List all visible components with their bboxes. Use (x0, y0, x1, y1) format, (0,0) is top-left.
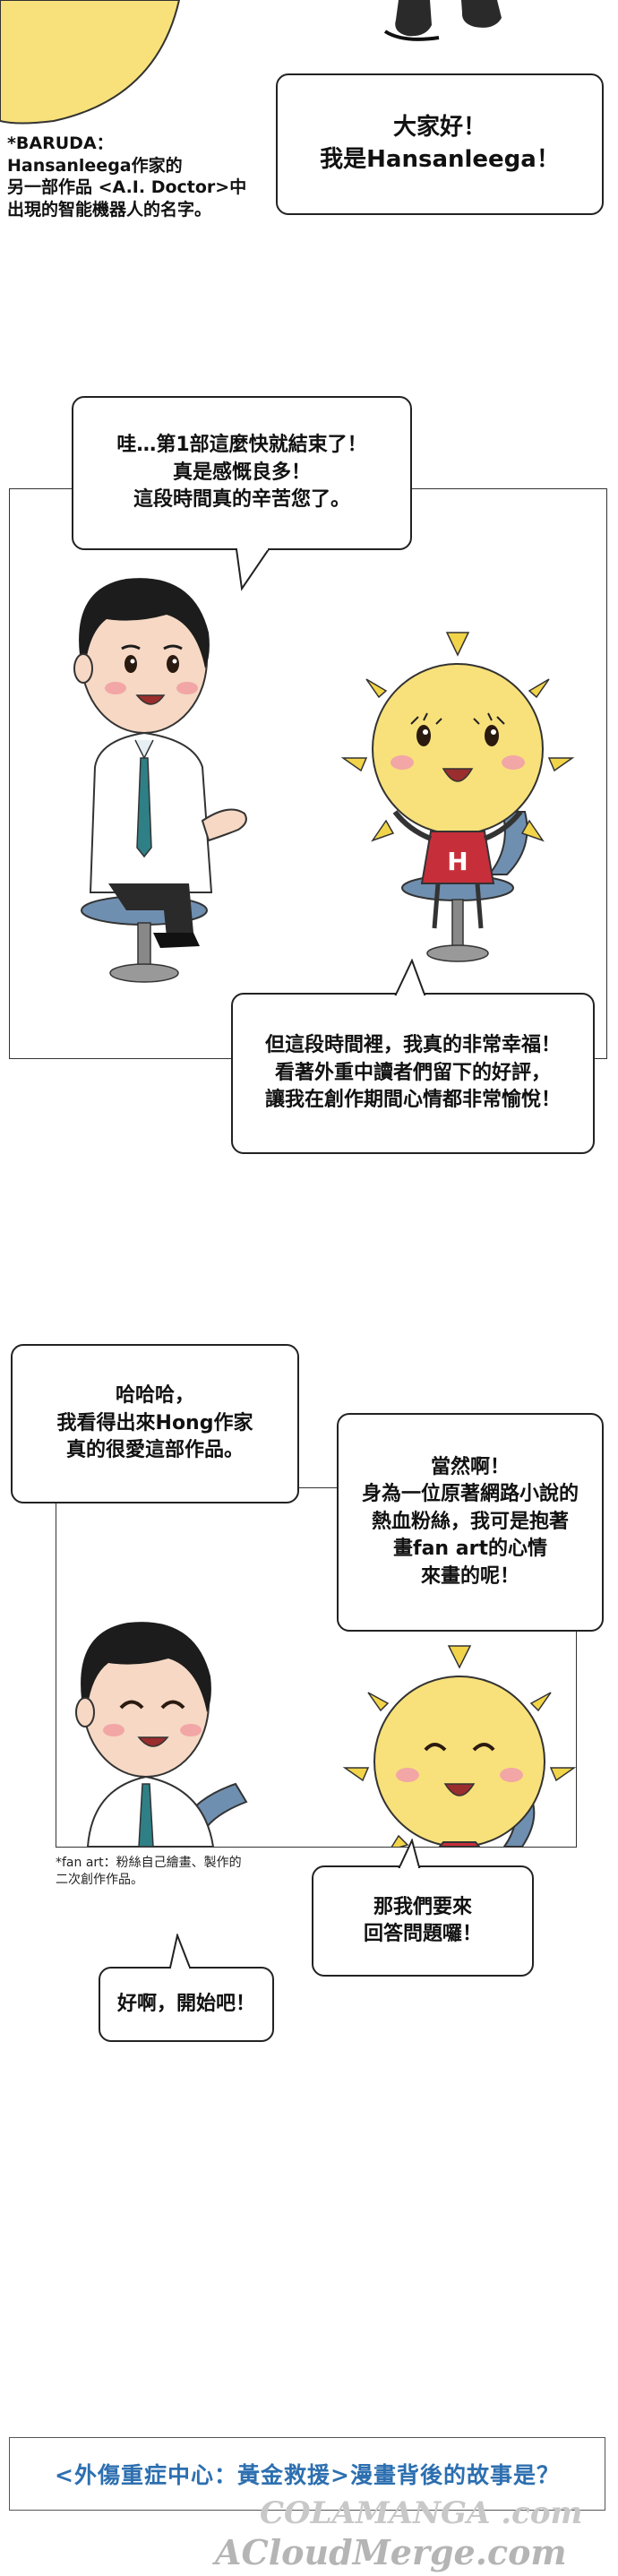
doctor-speech-bubble: 哈哈哈， 我看得出來Hong作家 真的很愛這部作品。 (11, 1344, 299, 1503)
baruda-footnote: *BARUDA： Hansanleega作家的 另一部作品 <A.I. Doct… (7, 133, 246, 221)
watermark-colamanga: COLAMANGA .com (260, 2495, 583, 2531)
doctor-bubble-line: 真的很愛這部作品。 (65, 1439, 244, 1462)
sun-speech-bubble: 那我們要來 回答問題囉！ (312, 1865, 534, 1977)
baruda-note-line: 另一部作品 <A.I. Doctor>中 (7, 177, 247, 198)
sun-bubble-line: 看著外重中讀者們留下的好評， (274, 1061, 551, 1084)
doctor-character (73, 578, 247, 948)
watermark-top-text: COLAMANGA .com (260, 2495, 583, 2531)
sun-bubble-line: 熱血粉絲，我可是抱著 (371, 1510, 569, 1533)
sun-character (342, 1645, 576, 1847)
sun-bubble-line: 讓我在創作期間心情都非常愉悅！ (264, 1089, 561, 1112)
sun-character: H (340, 632, 575, 929)
sun-bubble-line: 但這段時間裡，我真的非常幸福！ (264, 1034, 561, 1057)
sun-bubble-line: 當然啊！ (430, 1456, 510, 1479)
watermark-bottom-text: ACloudMerge.com (215, 2532, 567, 2572)
panel-one-art: H (73, 578, 575, 983)
shirt-letter: H (447, 847, 468, 876)
watermark-acloudmerge: ACloudMerge.com (215, 2532, 567, 2572)
doctor-bubble-tail (168, 1934, 192, 1969)
doctor-bubble-line: 我看得出來Hong作家 (56, 1411, 253, 1434)
doctor-speech-bubble: 好啊，開始吧！ (99, 1967, 274, 2042)
sun-character-partial (0, 0, 181, 125)
doctor-legs-partial (383, 0, 502, 41)
sun-bubble-line: 來畫的呢！ (420, 1564, 519, 1588)
greeting-line: 我是Hansanleega！ (320, 146, 560, 173)
fan-art-footnote: *fan art：粉絲自己繪畫、製作的 二次創作作品。 (56, 1855, 242, 1889)
baruda-note-line: 出現的智能機器人的名字。 (7, 200, 212, 220)
sun-speech-bubble: 當然啊！ 身為一位原著網路小說的 熱血粉絲，我可是抱著 畫fan art的心情 … (337, 1413, 604, 1632)
sun-bubble-line: 畫fan art的心情 (393, 1538, 547, 1561)
sun-bubble-tail (394, 959, 426, 996)
fan-art-note-line: 二次創作作品。 (56, 1872, 143, 1887)
doctor-bubble-line: 這段時間真的辛苦您了。 (133, 488, 350, 512)
sun-bubble-line: 身為一位原著網路小說的 (361, 1483, 579, 1506)
baruda-note-line: *BARUDA： (7, 134, 114, 153)
doctor-bubble-tail (235, 547, 270, 591)
footer-title: <外傷重症中心：黃金救援>漫畫背後的故事是？ (55, 2462, 560, 2488)
doctor-bubble-line: 好啊，開始吧！ (116, 1992, 255, 2015)
doctor-bubble-line: 哇…第1部這麼快就結束了！ (116, 434, 367, 457)
sun-bubble-tail (398, 1839, 421, 1869)
doctor-bubble-line: 真是感慨良多！ (172, 461, 311, 484)
baruda-note-line: Hansanleega作家的 (7, 155, 183, 176)
comic-panel-one: H (9, 488, 607, 1059)
fan-art-note-line: *fan art：粉絲自己繪畫、製作的 (56, 1856, 242, 1870)
doctor-speech-bubble: 哇…第1部這麼快就結束了！ 真是感慨良多！ 這段時間真的辛苦您了。 (72, 396, 412, 550)
story-behind-title-box: <外傷重症中心：黃金救援>漫畫背後的故事是？ (9, 2437, 605, 2511)
greeting-speech-bubble: 大家好！ 我是Hansanleega！ (276, 73, 604, 215)
sun-bubble-line: 回答問題囉！ (363, 1923, 482, 1945)
sun-bubble-line: 那我們要來 (373, 1895, 472, 1918)
sun-speech-bubble: 但這段時間裡，我真的非常幸福！ 看著外重中讀者們留下的好評， 讓我在創作期間心情… (231, 993, 595, 1154)
doctor-character (75, 1622, 215, 1847)
top-fragment: *BARUDA： Hansanleega作家的 另一部作品 <A.I. Doct… (0, 0, 618, 224)
panel-two-art (75, 1622, 576, 1847)
greeting-line: 大家好！ (392, 114, 486, 142)
doctor-bubble-line: 哈哈哈， (115, 1384, 194, 1408)
